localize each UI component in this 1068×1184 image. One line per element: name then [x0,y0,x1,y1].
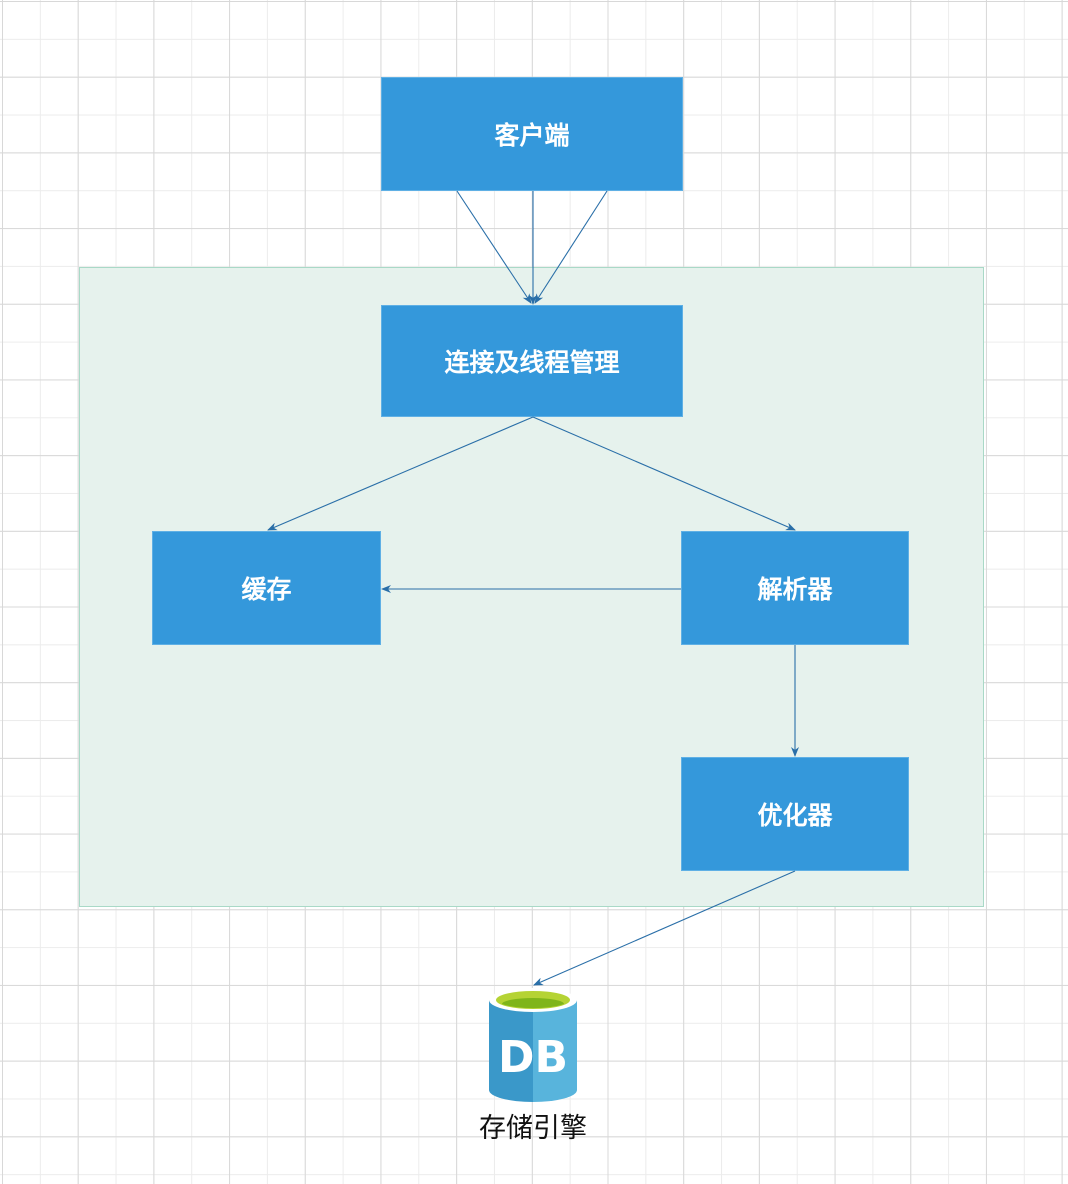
storage-engine-label: 存储引擎 [479,1113,587,1144]
db-icon-text: DB [498,1032,568,1083]
edge-connection-cache[interactable] [267,416,534,531]
node-label: 缓存 [241,575,292,604]
node-label: 解析器 [757,575,833,604]
database-icon[interactable]: DB [488,986,578,1102]
node-client[interactable]: 客户端 [381,77,683,191]
node-label: 客户端 [494,121,570,150]
edge-optimizer-storage[interactable] [533,870,796,986]
node-connection-thread-management[interactable]: 连接及线程管理 [381,305,683,417]
node-label: 连接及线程管理 [444,348,620,377]
node-cache[interactable]: 缓存 [152,531,381,645]
node-optimizer[interactable]: 优化器 [681,757,909,871]
node-label: 优化器 [757,801,833,830]
edge-client-connection-1[interactable] [456,190,532,304]
edge-connection-parser[interactable] [532,416,796,531]
edge-client-connection-3[interactable] [534,190,608,304]
node-parser[interactable]: 解析器 [681,531,909,645]
